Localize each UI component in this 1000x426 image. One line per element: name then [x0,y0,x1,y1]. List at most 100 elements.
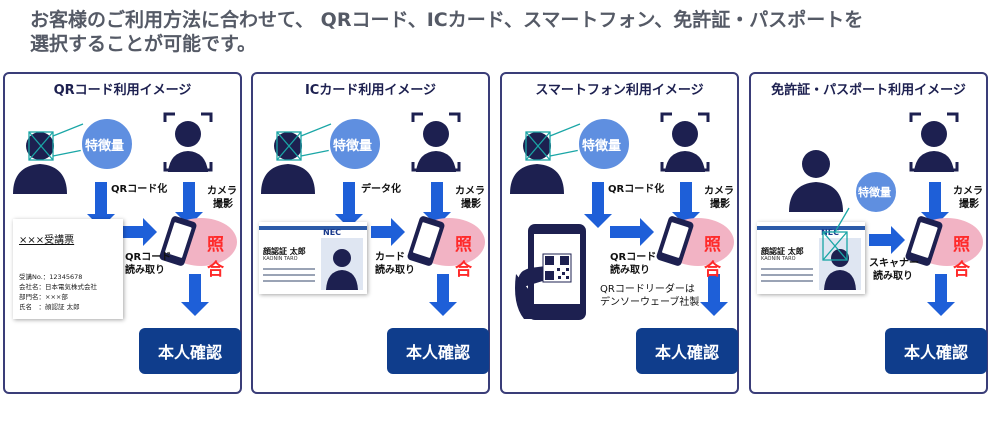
panel-title: スマートフォン利用イメージ [535,83,704,98]
panel-title: 免許証・パスポート利用イメージ [771,83,966,98]
ticket-title: ×××受講票 [19,235,75,246]
card-photo-icon [321,238,363,290]
heading-line-2: 選択することが可能です。 [30,33,257,55]
camera-face-icon [909,112,959,172]
exam-ticket: ×××受講票 受講No.：12345678 会社名：日本電気株式会社 部門名：×… [13,219,123,319]
card-line [761,274,813,276]
arrow-right-read [123,218,157,246]
face-detection-frame-icon [525,123,581,161]
read-label-line-1: QRコード [610,252,657,263]
read-label-line-1: スキャナー [869,258,919,269]
arrow-down-match [181,274,209,316]
smartphone-icon [656,216,694,266]
feature-bubble [80,117,134,171]
feature-bubble [577,117,631,171]
arrow-right-read [610,218,654,246]
arrow-down-match [927,274,955,316]
card-holder-roman: KAONIN TARO [263,256,298,262]
panel-license-illustration [789,112,983,316]
smartphone-icon [905,216,943,266]
license-card: NEC 顔認証 太郎 KAONIN TARO [757,222,865,294]
face-detection-frame-icon [28,123,84,161]
person-user-icon [510,132,564,194]
nec-logo: NEC [323,228,342,237]
reader-note-line-1: QRコードリーダーは [600,284,695,295]
panel-qr-code: QRコード利用イメージ [3,72,242,394]
panel-title: ICカード利用イメージ [304,83,437,98]
card-photo-icon [819,238,861,290]
arrow-right-read [371,218,405,246]
camera-label-line-2: 撮影 [710,199,730,210]
camera-face-icon [660,112,710,172]
feature-label: 特徴量 [858,186,891,199]
card-holder-roman: KAONIN TARO [761,256,796,262]
card-stripe [757,226,865,230]
panel-title: QRコード利用イメージ [53,83,192,98]
card-holder-name: 顔認証 太郎 [761,247,804,256]
heading-line-1: お客様のご利用方法に合わせて、 QRコード、ICカード、スマートフォン、免許証・… [30,9,864,31]
arrow-down-camera [423,182,451,226]
camera-face-icon [411,112,461,172]
panel-smartphone: スマートフォン利用イメージ [500,72,739,394]
panel-smartphone-illustration [510,112,734,320]
card-line [263,280,315,282]
camera-label-line-1: カメラ [953,186,983,197]
panel-ic-card: ICカード利用イメージ 特徴量 データ化 カメラ 撮影 カード 読み取り 照合 [251,72,490,394]
identity-confirm-box: 本人確認 [387,328,489,374]
arrow-down-match [429,274,457,316]
person-user-icon [261,132,315,194]
ticket-line: 部門名：×××部 [19,293,68,301]
card-line [263,274,315,276]
smartphone-icon [407,216,445,266]
arrow-down-camera [175,182,203,226]
card-holder-name: 顔認証 太郎 [263,247,306,256]
arrow-down-camera [672,182,700,226]
camera-label-line-1: カメラ [704,186,734,197]
smartphone-icon [159,216,197,266]
conversion-label: QRコード化 [111,184,168,195]
arrow-down-conversion [584,182,612,228]
face-detection-frame-icon [276,123,332,161]
camera-label-line-1: カメラ [207,186,237,197]
card-line [263,268,315,270]
read-label-line-2: 読み取り [125,265,165,276]
camera-label-line-2: 撮影 [959,199,979,210]
read-label-line-2: 読み取り [610,265,650,276]
feature-bubble [328,117,382,171]
qr-code-icon [542,253,572,283]
card-line [761,268,813,270]
camera-face-icon [163,112,213,172]
feature-label: 特徴量 [333,139,373,154]
identity-confirm-box: 本人確認 [885,328,987,374]
camera-label-line-2: 撮影 [461,199,481,210]
read-label-line-2: 読み取り [375,265,415,276]
reader-note-line-2: デンソーウェーブ社製 [600,297,700,308]
camera-label-line-1: カメラ [455,186,485,197]
feature-label: 特徴量 [85,139,125,154]
panel-license-passport: 免許証・パスポート利用イメージ NEC 顔認証 太郎 KAONIN TARO [749,72,988,394]
match-label: 照合 [455,235,472,280]
ticket-line: 受講No.：12345678 [19,273,83,281]
match-label: 照合 [953,235,970,280]
arrow-right-read [869,226,905,254]
panel-ic-illustration [261,112,485,316]
person-user-icon [13,132,67,194]
match-label: 照合 [704,235,721,280]
ticket-line: 氏名 ：顔認証 太郎 [19,303,80,311]
panel-qr-illustration [13,112,237,316]
nec-logo: NEC [821,228,840,237]
read-label-line-1: カード [375,252,405,263]
conversion-label: QRコード化 [608,184,665,195]
card-stripe [259,226,367,230]
camera-label-line-2: 撮影 [213,199,233,210]
read-label-line-1: QRコード [125,252,172,263]
feature-label: 特徴量 [582,139,622,154]
read-label-line-2: 読み取り [873,271,913,282]
identity-confirm-box: 本人確認 [636,328,738,374]
arrow-down-conversion [87,182,115,228]
card-line [761,280,813,282]
arrow-down-match [700,274,728,316]
arrow-down-camera [921,182,949,226]
ticket-line: 会社名：日本電気株式会社 [19,283,97,291]
page-heading: お客様のご利用方法に合わせて、 QRコード、ICカード、スマートフォン、免許証・… [30,8,970,56]
